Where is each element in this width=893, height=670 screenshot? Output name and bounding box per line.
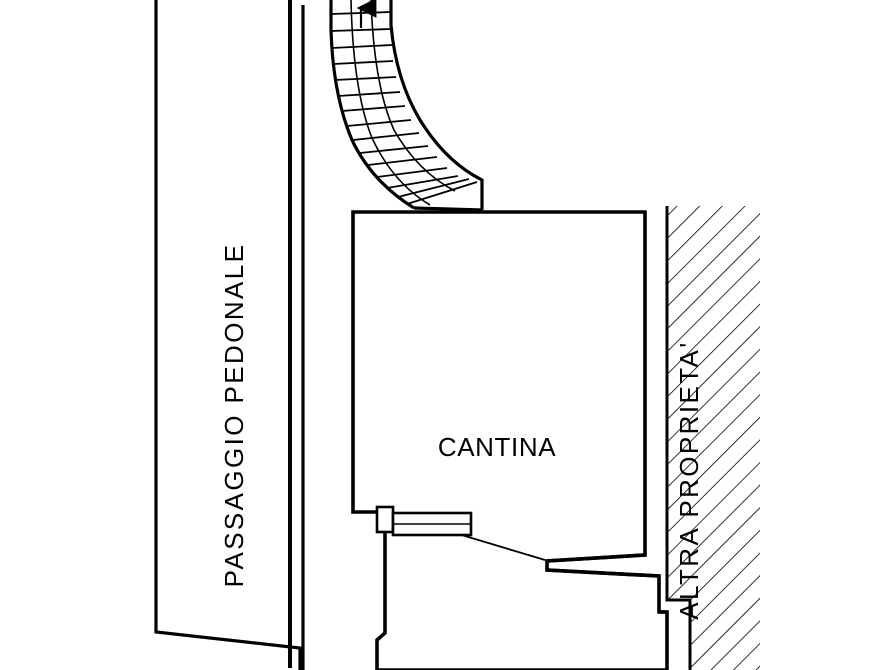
hatched-area-altra-proprieta — [665, 206, 760, 670]
lower-wall-detail — [546, 568, 667, 614]
door-opening — [375, 505, 473, 537]
label-passaggio-pedonale: PASSAGGIO PEDONALE — [219, 243, 249, 588]
label-cantina: CANTINA — [438, 432, 556, 462]
staircase — [329, 0, 484, 212]
passaggio-pedonale-outline — [154, 0, 305, 670]
label-altra-proprieta: ALTRA PROPRIETA' — [674, 340, 704, 619]
